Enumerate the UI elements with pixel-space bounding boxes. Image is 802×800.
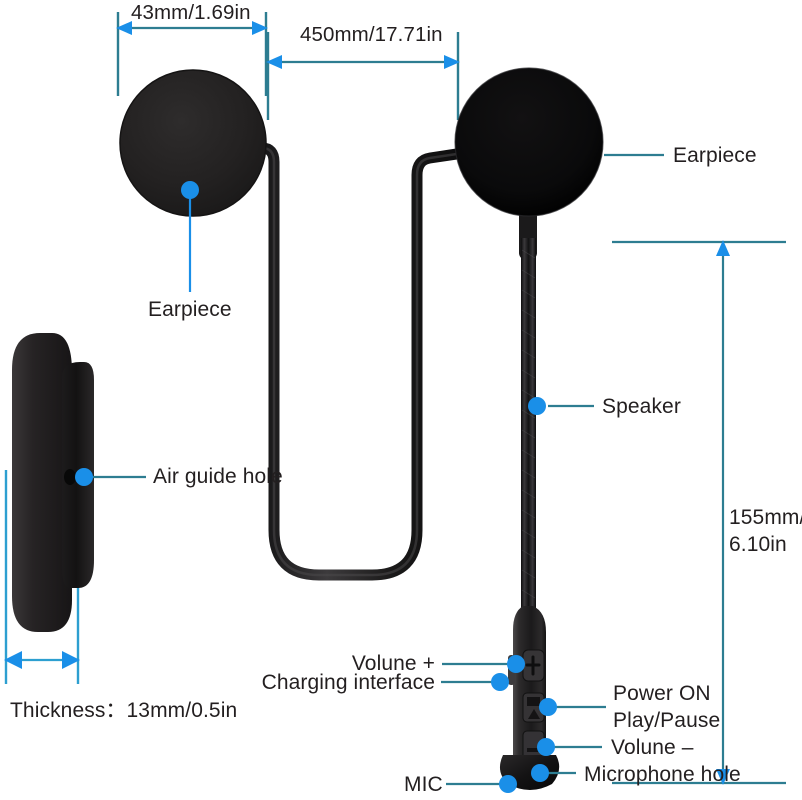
leader-earpiece-left — [181, 181, 199, 292]
callout-microphone-hole: Microphone hole — [584, 763, 741, 786]
air-hole-icon — [64, 469, 76, 485]
dimension-total-height — [612, 240, 786, 785]
callout-earpiece-left: Earpiece — [148, 298, 232, 321]
dimension-earpiece-width — [116, 12, 268, 96]
earpiece-left — [119, 69, 267, 217]
dimension-label-cable-span: 450mm/17.71in — [300, 23, 443, 46]
dimension-label-earpiece-width: 43mm/1.69in — [131, 1, 251, 24]
leader-mic — [446, 775, 517, 793]
leader-speaker — [528, 397, 594, 415]
dimension-label-total-height: 155mm/6.10in — [729, 504, 802, 558]
leader-volume-up — [442, 655, 525, 673]
power-on-line-2: Play/Pause — [613, 709, 721, 732]
leader-air-guide-hole — [75, 468, 146, 486]
headphone-cable-highlight — [248, 146, 472, 577]
callout-power-on: Power ON Play/Pause — [613, 680, 743, 734]
callout-speaker: Speaker — [602, 395, 681, 418]
total-height-line-2: 6.10in — [729, 533, 787, 556]
leader-volume-down — [537, 738, 602, 756]
callout-earpiece-right: Earpiece — [673, 144, 757, 167]
callout-air-guide-hole: Air guide hole — [153, 465, 283, 488]
total-height-line-1: 155mm/ — [729, 506, 802, 529]
dimension-label-thickness: Thickness：13mm/0.5in — [10, 699, 238, 722]
dimension-cable-span — [266, 32, 460, 120]
leader-microphone-hole — [531, 764, 576, 782]
callout-charging-interface: Charging interface — [261, 671, 435, 694]
earpiece-right — [454, 67, 604, 260]
play-pause-button-icon — [522, 692, 545, 723]
leader-power-on — [539, 698, 606, 716]
leader-charging-interface — [441, 673, 509, 691]
callout-mic: MIC — [404, 773, 443, 796]
callout-volume-down: Volune – — [611, 736, 694, 759]
volume-up-button-icon — [522, 649, 545, 682]
boom-arm — [521, 238, 536, 628]
headphone-cable — [244, 142, 476, 581]
control-module — [499, 606, 560, 790]
power-on-line-1: Power ON — [613, 682, 711, 705]
callout-volume-up: Volune + — [351, 652, 435, 675]
